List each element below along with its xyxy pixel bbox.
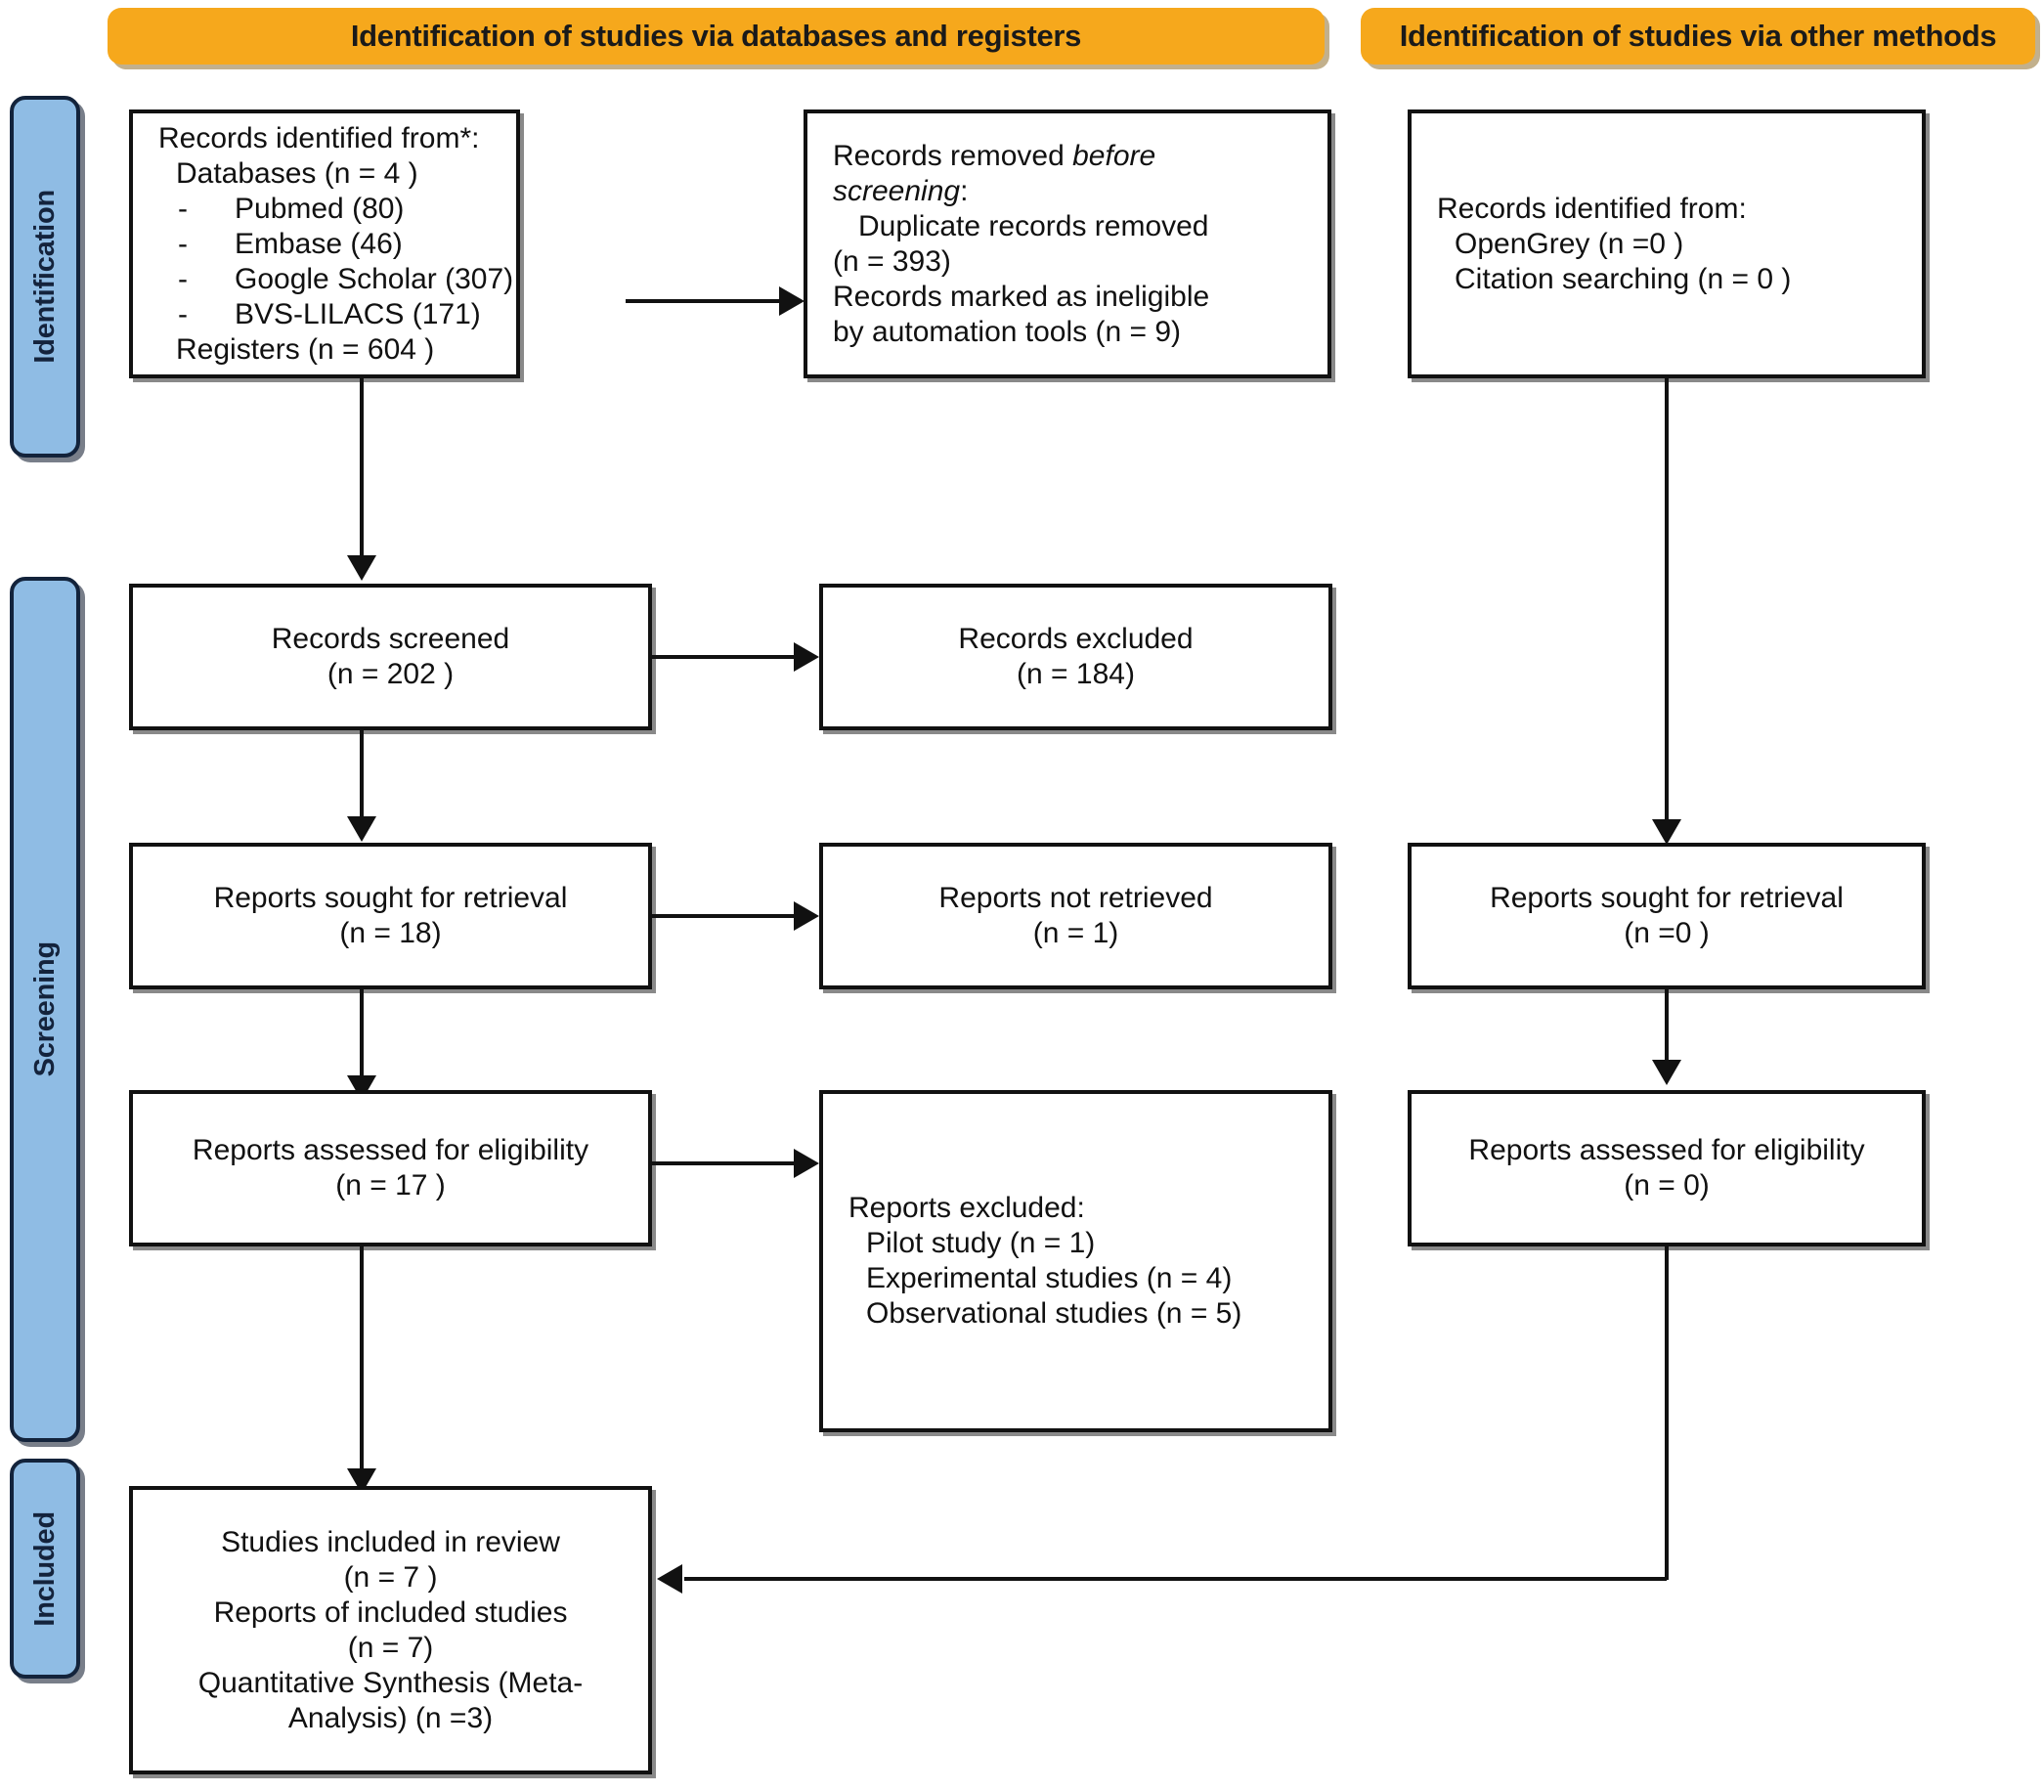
connector-screened-down — [360, 730, 364, 824]
stage-label-screening: Screening — [28, 941, 61, 1077]
arrow-sought-other-down — [1652, 1060, 1681, 1085]
reports-assessed-line1: Reports assessed for eligibility — [192, 1134, 589, 1166]
arrow-other-to-included — [657, 1564, 682, 1594]
stage-tab-identification: Identification — [10, 96, 80, 458]
connector-sought-other-down — [1665, 989, 1669, 1068]
stage-tab-screening: Screening — [10, 577, 80, 1442]
box-records-screened: Records screened (n = 202 ) — [129, 584, 652, 730]
reports-excluded-reason: Experimental studies (n = 4) — [866, 1262, 1233, 1294]
banner-other-methods: Identification of studies via other meth… — [1361, 8, 2035, 65]
stage-tab-included: Included — [10, 1459, 80, 1679]
source-label: Google Scholar (307) — [235, 262, 514, 295]
connector-assessed-down — [360, 1246, 364, 1476]
box-reports-sought-other: Reports sought for retrieval (n =0 ) — [1408, 843, 1926, 989]
box-reports-excluded: Reports excluded: Pilot study (n = 1) Ex… — [819, 1090, 1332, 1432]
studies-included-line6: Analysis) (n =3) — [287, 1701, 494, 1734]
records-identified-title: Records identified from*: — [158, 121, 480, 154]
connector-other-to-included — [684, 1577, 1667, 1581]
stage-label-identification: Identification — [28, 190, 61, 364]
source-row: - Embase (46) — [133, 227, 516, 262]
source-row: - Pubmed (80) — [133, 192, 516, 227]
box-records-removed: Records removed before screening: Duplic… — [804, 109, 1331, 378]
reports-sought-other-line2: (n =0 ) — [1624, 917, 1710, 949]
banner-databases-registers: Identification of studies via databases … — [108, 8, 1325, 65]
reports-assessed-other-line2: (n = 0) — [1624, 1169, 1710, 1202]
records-removed-line6: by automation tools (n = 9) — [833, 315, 1182, 348]
records-identified-other-title: Records identified from: — [1437, 192, 1747, 225]
records-removed-text: Records removed — [833, 139, 1073, 172]
records-removed-screening-emph: screening — [833, 174, 961, 207]
stage-label-included: Included — [28, 1510, 61, 1627]
source-label: Embase (46) — [235, 227, 403, 260]
records-removed-emph: before — [1072, 139, 1156, 172]
records-removed-line4: (n = 393) — [833, 244, 951, 278]
box-records-identified: Records identified from*: Databases (n =… — [129, 109, 520, 378]
records-removed-colon: : — [960, 174, 969, 207]
connector-identified-down — [360, 378, 364, 564]
studies-included-line2: (n = 7 ) — [343, 1560, 438, 1594]
box-records-identified-other: Records identified from: OpenGrey (n =0 … — [1408, 109, 1926, 378]
connector-screened-to-excluded — [652, 655, 797, 659]
box-reports-assessed-other: Reports assessed for eligibility (n = 0) — [1408, 1090, 1926, 1246]
records-removed-line3: Duplicate records removed — [858, 209, 1209, 242]
studies-included-line3: Reports of included studies — [213, 1595, 568, 1629]
records-identified-registers: Registers (n = 604 ) — [176, 332, 435, 366]
connector-other-assessed-down — [1665, 1246, 1669, 1580]
box-studies-included: Studies included in review (n = 7 ) Repo… — [129, 1486, 652, 1774]
arrow-other-down — [1652, 819, 1681, 845]
bullet-dash: - — [178, 297, 188, 330]
bullet-dash: - — [178, 262, 188, 295]
box-reports-sought: Reports sought for retrieval (n = 18) — [129, 843, 652, 989]
connector-sought-to-not-retrieved — [652, 914, 797, 918]
records-excluded-line1: Records excluded — [958, 623, 1194, 655]
records-identified-other-source: Citation searching (n = 0 ) — [1455, 262, 1792, 295]
source-label: BVS-LILACS (171) — [235, 297, 481, 330]
reports-assessed-other-line1: Reports assessed for eligibility — [1468, 1134, 1865, 1166]
connector-identified-to-removed — [626, 299, 782, 303]
studies-included-line5: Quantitative Synthesis (Meta- — [197, 1666, 584, 1699]
records-identified-other-source: OpenGrey (n =0 ) — [1455, 227, 1684, 260]
source-label: Pubmed (80) — [235, 192, 405, 225]
arrow-sought-to-not-retrieved — [794, 901, 819, 931]
connector-assessed-to-excluded — [652, 1161, 797, 1165]
records-removed-line2: screening: — [807, 174, 1327, 209]
reports-sought-line1: Reports sought for retrieval — [213, 882, 568, 914]
reports-excluded-title: Reports excluded: — [848, 1192, 1085, 1224]
reports-sought-other-line1: Reports sought for retrieval — [1490, 882, 1844, 914]
records-removed-line5: Records marked as ineligible — [833, 280, 1210, 313]
arrow-screened-to-excluded — [794, 642, 819, 672]
connector-other-down — [1665, 378, 1669, 828]
records-identified-databases: Databases (n = 4 ) — [176, 156, 418, 190]
banner-other-label: Identification of studies via other meth… — [1399, 19, 1997, 53]
reports-assessed-line2: (n = 17 ) — [335, 1169, 446, 1202]
box-records-excluded: Records excluded (n = 184) — [819, 584, 1332, 730]
bullet-dash: - — [178, 227, 188, 260]
studies-included-line4: (n = 7) — [347, 1631, 434, 1664]
records-screened-line2: (n = 202 ) — [326, 658, 455, 690]
records-excluded-line2: (n = 184) — [1017, 658, 1135, 690]
arrow-identified-to-removed — [779, 286, 805, 316]
box-reports-not-retrieved: Reports not retrieved (n = 1) — [819, 843, 1332, 989]
records-screened-line1: Records screened — [271, 623, 510, 655]
reports-not-retrieved-line1: Reports not retrieved — [938, 882, 1213, 914]
connector-sought-down — [360, 989, 364, 1083]
arrow-screened-down — [347, 816, 376, 842]
banner-databases-label: Identification of studies via databases … — [350, 19, 1082, 53]
arrow-assessed-to-excluded — [794, 1149, 819, 1178]
bullet-dash: - — [178, 192, 188, 225]
reports-excluded-reason: Observational studies (n = 5) — [866, 1297, 1242, 1330]
reports-excluded-reason: Pilot study (n = 1) — [866, 1227, 1096, 1259]
records-removed-line1: Records removed before — [807, 139, 1327, 174]
arrow-identified-down — [347, 555, 376, 581]
source-row: - BVS-LILACS (171) — [133, 297, 516, 332]
reports-not-retrieved-line2: (n = 1) — [1032, 917, 1119, 949]
reports-sought-line2: (n = 18) — [339, 917, 442, 949]
box-reports-assessed: Reports assessed for eligibility (n = 17… — [129, 1090, 652, 1246]
source-row: - Google Scholar (307) — [133, 262, 516, 297]
studies-included-line1: Studies included in review — [221, 1525, 560, 1558]
